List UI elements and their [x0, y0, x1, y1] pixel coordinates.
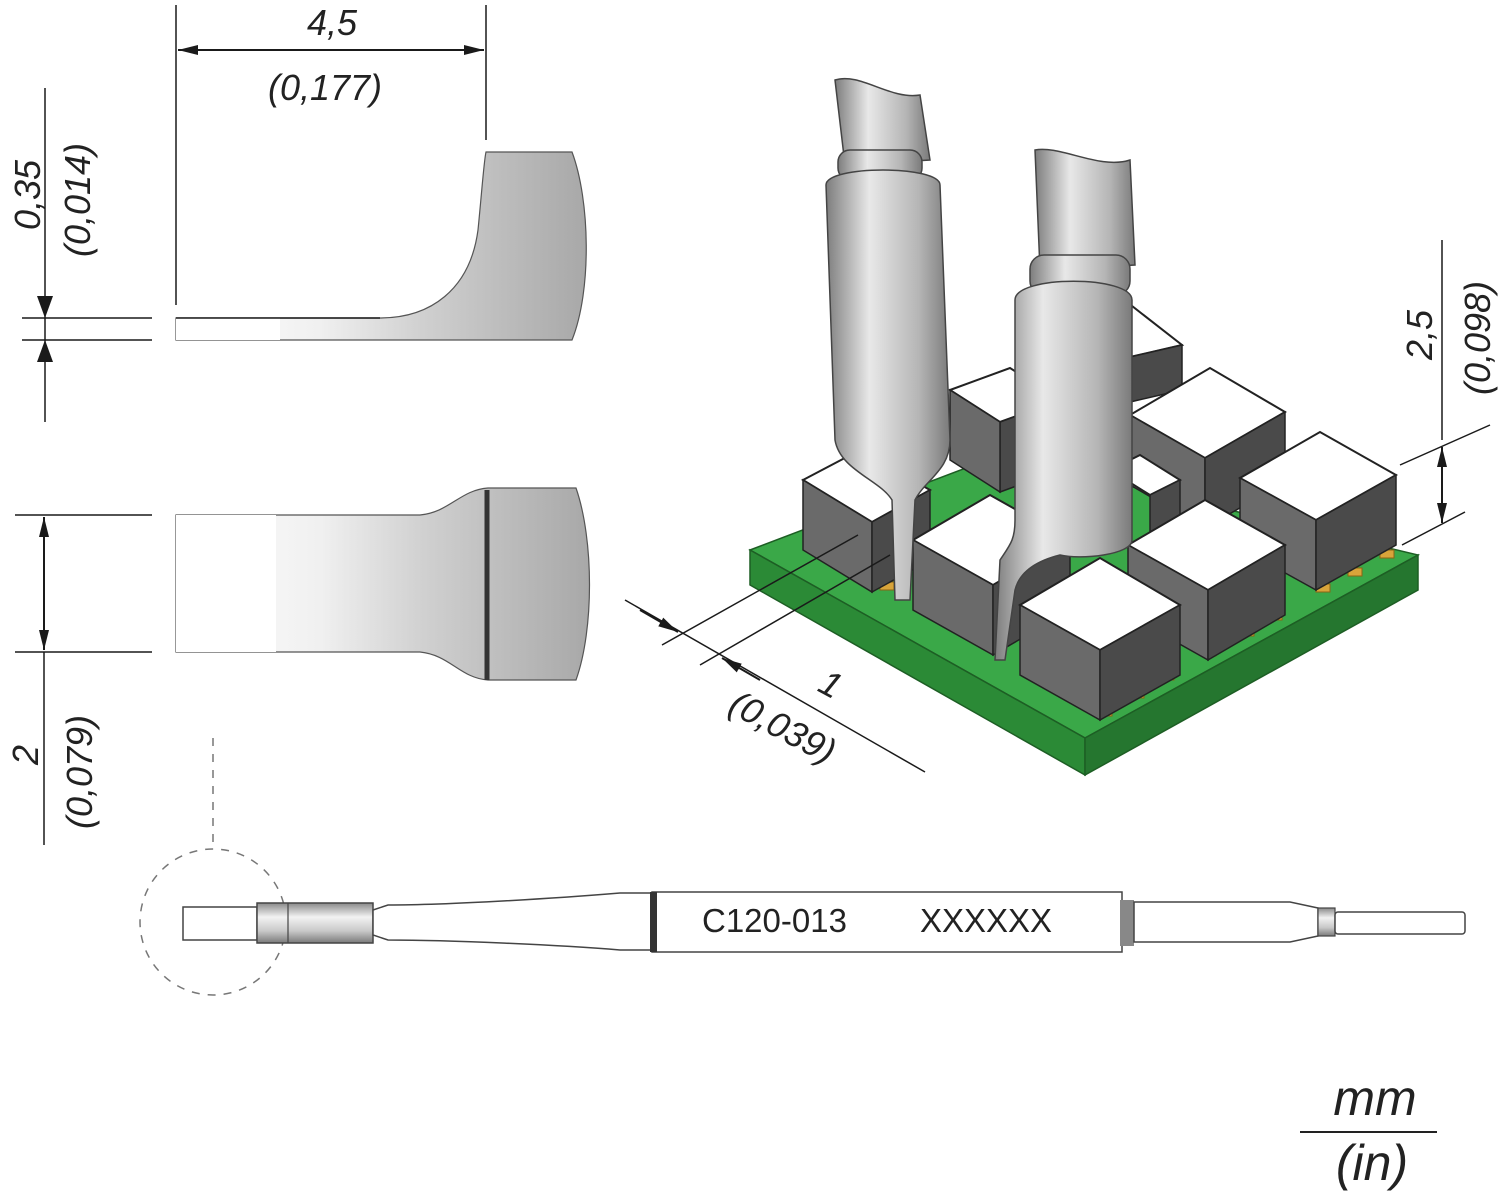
tip-side-profile — [22, 5, 587, 422]
unit-secondary-label: (in) — [1336, 1135, 1408, 1191]
pitch-mm-label: 1 — [812, 661, 849, 707]
length-in-label: (0,177) — [268, 67, 382, 108]
thickness-mm-label: 0,35 — [7, 159, 48, 230]
pcb-3d-illustration — [624, 77, 1491, 777]
cartridge-side-view — [139, 738, 1466, 996]
tweezer-arm-right — [994, 148, 1136, 661]
height-in-label: (0,098) — [1457, 281, 1498, 395]
cartridge-code-label: XXXXXX — [920, 902, 1052, 939]
width-mm-label: 2 — [5, 745, 46, 766]
tweezer-arm-left — [825, 77, 951, 601]
part-number-label: C120-013 — [702, 902, 847, 939]
unit-primary-label: mm — [1333, 1070, 1416, 1126]
length-mm-label: 4,5 — [307, 2, 358, 43]
thickness-in-label: (0,014) — [57, 143, 98, 257]
component-mid-2 — [1237, 430, 1399, 592]
tip-top-view — [15, 487, 591, 845]
units-legend: mm (in) — [1300, 1070, 1437, 1191]
component-front-3 — [1017, 556, 1183, 722]
height-mm-label: 2,5 — [1399, 309, 1440, 361]
width-in-label: (0,079) — [59, 715, 100, 829]
